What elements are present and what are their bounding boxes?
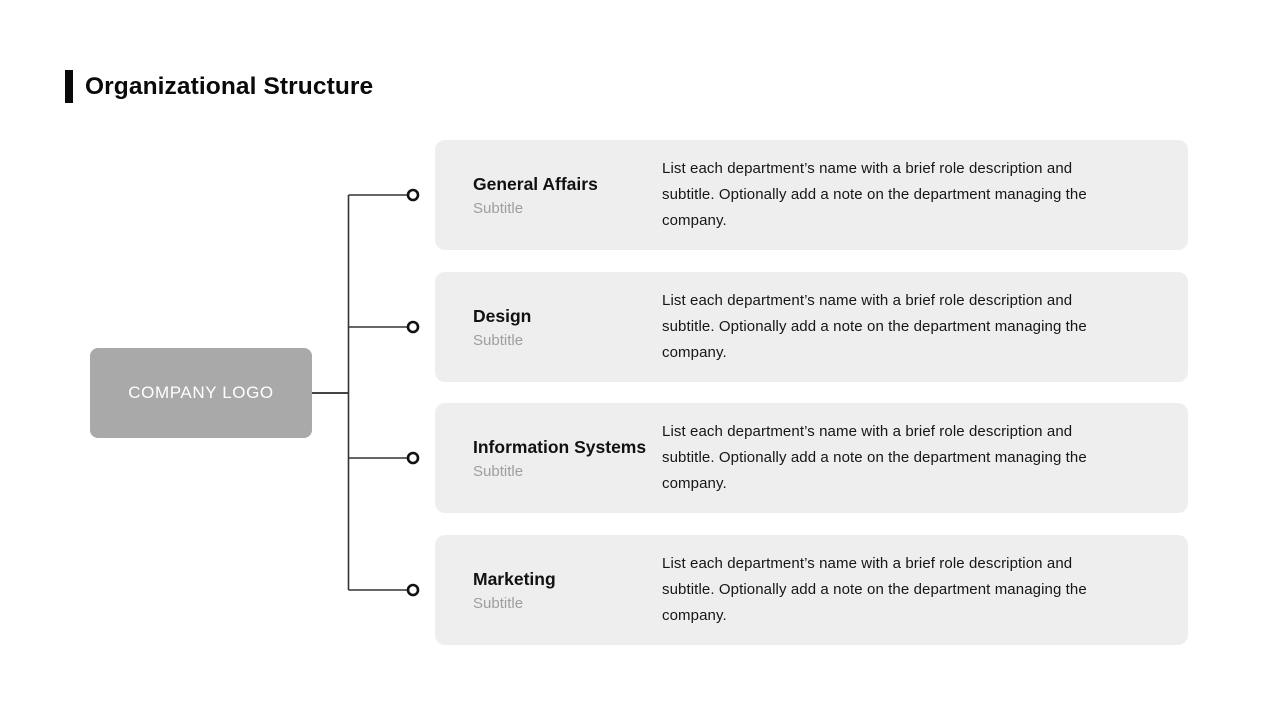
department-description: List each department’s name with a brief… <box>662 555 1087 624</box>
department-description: List each department’s name with a brief… <box>662 160 1087 229</box>
page-title: Organizational Structure <box>85 72 374 100</box>
department-subtitle: Subtitle <box>473 594 524 612</box>
department-description: List each department’s name with a brief… <box>662 292 1087 361</box>
department-heading-group: Information Systems Subtitle <box>435 437 662 480</box>
department-heading-group: Marketing Subtitle <box>435 569 662 612</box>
department-card-design: Design Subtitle List each department’s n… <box>435 272 1188 382</box>
department-heading-group: General Affairs Subtitle <box>435 174 662 217</box>
department-name: Design <box>473 305 532 326</box>
department-name: General Affairs <box>473 173 598 194</box>
department-name: Information Systems <box>473 436 647 457</box>
connector-node-circle <box>406 451 420 465</box>
connector-node-circle <box>406 188 420 202</box>
department-heading-group: Design Subtitle <box>435 306 662 349</box>
department-subtitle: Subtitle <box>473 199 524 217</box>
title-accent-bar <box>65 70 73 103</box>
department-subtitle: Subtitle <box>473 331 524 349</box>
company-logo-node: COMPANY LOGO <box>90 348 312 438</box>
department-card-information-systems: Information Systems Subtitle List each d… <box>435 403 1188 513</box>
department-subtitle: Subtitle <box>473 462 524 480</box>
page-header: Organizational Structure <box>65 70 373 103</box>
connector-node-circle <box>406 583 420 597</box>
department-card-general-affairs: General Affairs Subtitle List each depar… <box>435 140 1188 250</box>
connector-node-circle <box>406 320 420 334</box>
department-card-marketing: Marketing Subtitle List each department’… <box>435 535 1188 645</box>
department-description: List each department’s name with a brief… <box>662 423 1087 492</box>
company-logo-label: COMPANY LOGO <box>128 383 274 402</box>
department-name: Marketing <box>473 568 556 589</box>
